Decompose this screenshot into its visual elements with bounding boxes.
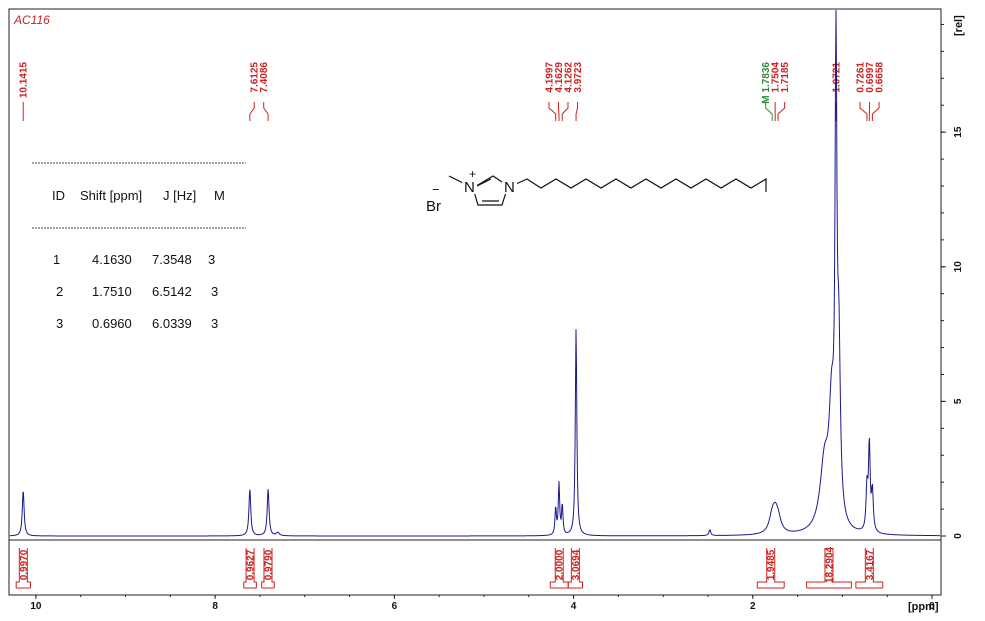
- y-tick-label: 10: [953, 261, 964, 273]
- peak-label-leader: [562, 102, 568, 121]
- table-cell-j: 6.5142: [152, 284, 192, 299]
- x-tick-label: 4: [571, 601, 577, 612]
- peak-label-leader: [549, 102, 556, 121]
- y-tick-label: 5: [953, 398, 964, 404]
- x-tick-label: 6: [392, 601, 398, 612]
- table-cell-j: 7.3548: [152, 252, 192, 267]
- table-cell-j: 6.0339: [152, 316, 192, 331]
- integral-value: 18.2904: [824, 546, 835, 583]
- peak-label: 10.1415: [19, 62, 30, 99]
- peak-label-leader: [860, 102, 867, 121]
- integral-value: 0.9627: [246, 549, 257, 580]
- bromide-anion: Br: [426, 198, 441, 215]
- table-cell-shift: 1.7510: [92, 284, 132, 299]
- integral-value: 3.4167: [865, 549, 876, 580]
- y-tick-label: 0: [953, 533, 964, 539]
- peak-label-leader: [576, 102, 577, 121]
- table-header-m: M: [214, 188, 225, 203]
- table-cell-m: 3: [208, 252, 215, 267]
- cation-charge: +: [469, 167, 476, 181]
- peak-label: 3.9723: [573, 62, 584, 93]
- plot-frame: [9, 9, 941, 595]
- table-cell-id: 1: [53, 252, 60, 267]
- n1-atom: N: [464, 179, 475, 196]
- x-tick-label: 8: [212, 601, 218, 612]
- peak-label: 7.4086: [259, 62, 270, 93]
- integral-marks: 0.9970 0.9627 0.9790 2.0000 3.0694 1.9485 18.2…: [16, 546, 883, 588]
- x-axis-ticks: 10 8 6 4 2 0: [30, 595, 935, 612]
- integral-value: 0.9970: [19, 549, 30, 580]
- peak-label-leader: [872, 102, 879, 121]
- table-header-j: J [Hz]: [163, 188, 196, 203]
- chemical-structure: [449, 176, 766, 205]
- peak-label-leader: [766, 102, 773, 121]
- table-cell-shift: 0.6960: [92, 316, 132, 331]
- peak-label-leader: [778, 102, 785, 121]
- table-cell-id: 2: [56, 284, 63, 299]
- x-tick-label: 2: [750, 601, 756, 612]
- integral-value: 2.0000: [555, 549, 566, 580]
- y-axis-label: [rel]: [953, 15, 965, 36]
- x-tick-label: 10: [30, 601, 42, 612]
- integral-value: 3.0694: [571, 549, 582, 580]
- table-header-id: ID: [52, 188, 65, 203]
- y-tick-label: 15: [953, 126, 964, 138]
- integral-value: 1.9485: [766, 549, 777, 580]
- table-cell-m: 3: [211, 316, 218, 331]
- peak-label-leader: [264, 102, 268, 121]
- dodecyl-chain: [516, 179, 766, 192]
- table-cell-shift: 4.1630: [92, 252, 132, 267]
- table-cell-id: 3: [56, 316, 63, 331]
- n2-atom: N: [504, 179, 515, 196]
- peak-label-leader: [250, 102, 254, 121]
- peak-label: 1.7185: [780, 62, 791, 93]
- y-axis-ticks: 0 5 10 15: [941, 24, 964, 538]
- ring-double-bond: [477, 179, 491, 186]
- table-header-shift: Shift [ppm]: [80, 188, 142, 203]
- coupling-table: ID Shift [ppm] J [Hz] M 1 4.1630 7.3548 …: [32, 163, 246, 331]
- peak-label: 0.6658: [875, 62, 886, 93]
- integral-value: 0.9790: [263, 549, 274, 580]
- x-tick-label: 0: [929, 601, 935, 612]
- chart-title: AC116: [13, 13, 50, 27]
- anion-charge: −: [432, 182, 440, 197]
- table-cell-m: 3: [211, 284, 218, 299]
- spectrum-trace: [10, 10, 940, 536]
